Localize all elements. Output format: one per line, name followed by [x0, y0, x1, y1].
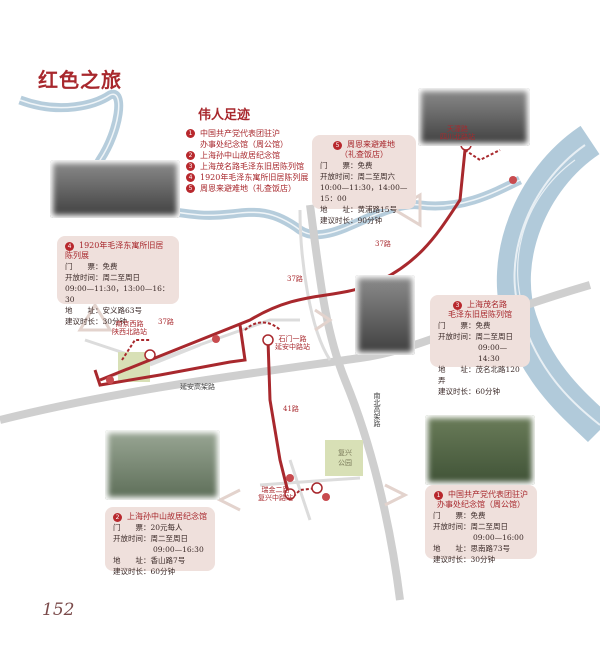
card-subtitle: 办事处纪念馆（周公馆） — [437, 500, 525, 509]
info-card-zhou-mansion: 1 中国共产党代表团驻沪 办事处纪念馆（周公馆） 门 票：免费 开放时间：周二至周… — [425, 485, 537, 564]
number-badge: 4 — [65, 242, 74, 251]
info-card-sun-yatsen: 2 上海孙中山故居纪念馆 门 票：20元每人 开放时间：周二至周日 09:00—1… — [105, 507, 215, 576]
legend-item[interactable]: 1 中国共产党代表团驻沪 — [186, 128, 308, 139]
hours-info: 开放时间：周二至周日 — [65, 273, 140, 282]
address-info: 地 址：香山路7号 — [113, 556, 186, 565]
legend-label: 周恩来避难地（礼查饭店） — [200, 184, 296, 193]
photo-zhou-mansion — [425, 415, 535, 485]
number-badge: 5 — [186, 184, 195, 193]
legend-label: 上海孙中山故居纪念馆 — [200, 151, 280, 160]
legend-label: 中国共产党代表团驻沪 — [200, 129, 280, 138]
hours-info: 开放时间：周二至周日 — [433, 522, 508, 531]
ticket-info: 门 票：免费 — [65, 262, 118, 271]
address-info: 地 址：思南路73号 — [433, 544, 511, 553]
road-label-yanan-elevated: 延安高架路 — [180, 383, 215, 391]
hours-detail: 09:00—16:00 — [473, 533, 524, 542]
hours-info: 开放时间：周二至周日 — [438, 332, 513, 341]
bus-label-37: 37路 — [287, 275, 303, 283]
duration-info: 建议时长：90分钟 — [320, 216, 383, 225]
bus-label-41: 41路 — [283, 405, 299, 413]
number-badge: 1 — [186, 129, 195, 138]
number-badge: 4 — [186, 173, 195, 182]
station-ruijin: 瑞金二路 复兴中路站 — [258, 486, 293, 502]
hours-detail: 10:00—11:30，14:00—15：00 — [320, 183, 408, 203]
card-title: 中国共产党代表团驻沪 — [448, 490, 528, 499]
ticket-info: 门 票：20元每人 — [113, 523, 183, 532]
station-nanjing-west: 南京西路 陕西北路站 — [112, 320, 147, 336]
hours-detail: 09:00—11:30，13:00—16：30 — [65, 284, 170, 304]
number-badge: 1 — [434, 491, 443, 500]
hours-detail: 09:00—14:30 — [478, 343, 508, 363]
legend-item[interactable]: 5 周恩来避难地（礼查饭店） — [186, 183, 308, 194]
card-title: 1920年毛泽东寓所旧居陈列展 — [65, 241, 164, 260]
address-info: 地 址：安义路63号 — [65, 306, 143, 315]
legend-item[interactable]: 2 上海孙中山故居纪念馆 — [186, 150, 308, 161]
legend-item[interactable]: 3 上海茂名路毛泽东旧居陈列馆 — [186, 161, 308, 172]
legend-list: 1 中国共产党代表团驻沪 办事处纪念馆（周公馆） 2 上海孙中山故居纪念馆 3 上海茂… — [186, 128, 308, 194]
info-card-astor-house: 5 周恩来避难地 （礼查饭店） 门 票：免费 开放时间：周二至周六 10:00—1… — [312, 135, 416, 225]
duration-info: 建议时长：30分钟 — [65, 317, 128, 326]
road-label-nanbei-elevated: 南北高架路 — [373, 392, 381, 427]
station-shimen: 石门一路 延安中路站 — [275, 335, 310, 351]
legend-label: 1920年毛泽东寓所旧居陈列展 — [200, 173, 309, 182]
address-info: 地 址：茂名北路120弄 — [438, 365, 520, 385]
legend-label: 办事处纪念馆（周公馆） — [200, 140, 288, 149]
address-info: 地 址：黄浦路15号 — [320, 205, 398, 214]
card-subtitle: 毛泽东旧居陈列馆 — [448, 310, 512, 319]
park-label-fuxing: 复兴公园 — [338, 449, 352, 467]
card-subtitle: （礼查饭店） — [340, 150, 388, 159]
photo-maoming-gate — [355, 275, 415, 355]
card-title: 上海孙中山故居纪念馆 — [127, 512, 207, 521]
photo-astor-house — [418, 88, 530, 146]
card-title: 上海茂名路 — [467, 300, 507, 309]
number-badge: 5 — [333, 141, 342, 150]
photo-1920-residence — [50, 160, 180, 218]
ticket-info: 门 票：免费 — [320, 161, 373, 170]
info-card-maoming-residence: 3 上海茂名路 毛泽东旧居陈列馆 门 票：免费 开放时间：周二至周日 09:00—… — [430, 295, 530, 396]
number-badge: 2 — [113, 513, 122, 522]
number-badge: 3 — [186, 162, 195, 171]
photo-sun-yatsen-residence — [105, 430, 220, 500]
duration-info: 建议时长：60分钟 — [113, 567, 176, 576]
station-tiantong: 天潼路 四川北路站 — [440, 125, 475, 141]
duration-info: 建议时长：60分钟 — [438, 387, 501, 396]
number-badge: 3 — [453, 301, 462, 310]
ticket-info: 门 票：免费 — [433, 511, 486, 520]
page-title: 红色之旅 — [38, 68, 122, 92]
hours-info: 开放时间：周二至周日 — [113, 534, 188, 543]
legend-label: 上海茂名路毛泽东旧居陈列馆 — [200, 162, 304, 171]
ticket-info: 门 票：免费 — [438, 321, 491, 330]
hours-info: 开放时间：周二至周六 — [320, 172, 395, 181]
legend-item[interactable]: 4 1920年毛泽东寓所旧居陈列展 — [186, 172, 308, 183]
hours-detail: 09:00—16:30 — [153, 545, 204, 554]
legend-item-cont: 办事处纪念馆（周公馆） — [186, 139, 308, 150]
bus-label-37: 37路 — [158, 318, 174, 326]
number-badge: 2 — [186, 151, 195, 160]
bus-label-37: 37路 — [375, 240, 391, 248]
page-number: 152 — [42, 600, 75, 620]
duration-info: 建议时长：30分钟 — [433, 555, 496, 564]
legend-title: 伟人足迹 — [198, 108, 251, 123]
card-title: 周恩来避难地 — [347, 140, 395, 149]
